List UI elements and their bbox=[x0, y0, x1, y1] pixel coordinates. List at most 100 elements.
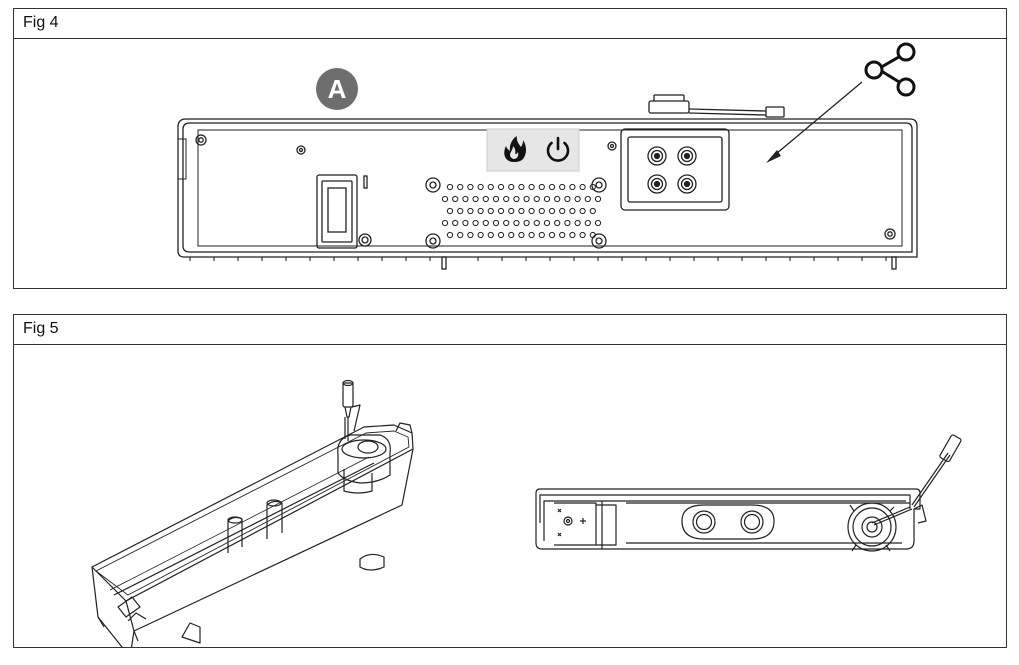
water-tank-top-view bbox=[535, 434, 962, 552]
vent-hole bbox=[589, 231, 596, 239]
flame-icon bbox=[504, 136, 526, 162]
callout-a-badge bbox=[316, 68, 358, 110]
bottom-vent-slots bbox=[189, 257, 887, 261]
vent-hole bbox=[548, 231, 556, 239]
callout-a-letter: A bbox=[328, 74, 347, 104]
vent-hole bbox=[564, 219, 571, 227]
vent-hole bbox=[441, 195, 449, 203]
vent-hole bbox=[477, 183, 484, 191]
vent-hole bbox=[467, 183, 474, 191]
terminal-sockets bbox=[647, 146, 697, 194]
heater-front-panel-drawing: A bbox=[177, 42, 918, 270]
vent-hole bbox=[446, 183, 454, 191]
vent-hole bbox=[594, 219, 602, 227]
vent-hole bbox=[589, 207, 596, 215]
rocker-switch-housing bbox=[316, 174, 358, 249]
vent-hole bbox=[579, 207, 586, 215]
vent-hole bbox=[569, 231, 576, 239]
vent-hole bbox=[569, 207, 576, 215]
figure-5-title: Fig 5 bbox=[14, 315, 1006, 345]
vent-hole bbox=[492, 219, 500, 227]
share-network-icon bbox=[864, 42, 916, 97]
vent-hole bbox=[446, 231, 454, 239]
vent-hole bbox=[497, 183, 505, 191]
water-tank-perspective bbox=[91, 379, 414, 647]
vent-hole bbox=[452, 195, 459, 203]
rocker-switch bbox=[327, 187, 347, 233]
vent-hole bbox=[579, 183, 586, 191]
vent-hole bbox=[584, 219, 591, 227]
vent-hole bbox=[508, 231, 515, 239]
vent-hole bbox=[594, 195, 602, 203]
vent-hole bbox=[538, 183, 545, 191]
vent-hole bbox=[574, 195, 581, 203]
figure-5-panel: Fig 5 bbox=[13, 314, 1007, 648]
water-tank-drawings bbox=[91, 379, 962, 647]
vent-hole bbox=[477, 207, 484, 215]
figure-5-body bbox=[14, 345, 1006, 647]
vent-hole bbox=[472, 195, 479, 203]
vent-hole bbox=[554, 195, 561, 203]
vent-hole bbox=[543, 195, 551, 203]
vent-hole bbox=[554, 219, 561, 227]
vent-hole bbox=[503, 195, 510, 203]
vent-hole bbox=[467, 207, 474, 215]
top-clip-left bbox=[648, 100, 690, 114]
vent-hole bbox=[574, 219, 581, 227]
vent-hole bbox=[457, 231, 464, 239]
vent-hole bbox=[467, 231, 474, 239]
terminal-block bbox=[620, 128, 730, 211]
vent-hole bbox=[508, 207, 515, 215]
vent-hole bbox=[518, 207, 525, 215]
vent-hole bbox=[564, 195, 571, 203]
vent-hole bbox=[579, 231, 586, 239]
vent-hole bbox=[559, 207, 566, 215]
vent-hole bbox=[559, 183, 566, 191]
vent-hole bbox=[569, 183, 576, 191]
vent-hole bbox=[528, 183, 535, 191]
grille-screws bbox=[425, 177, 607, 249]
vent-hole bbox=[559, 231, 566, 239]
control-icon-box bbox=[486, 128, 580, 172]
figure-4-panel: Fig 4 bbox=[13, 8, 1007, 289]
vent-hole bbox=[508, 183, 515, 191]
vent-hole bbox=[548, 183, 556, 191]
vent-hole bbox=[543, 219, 551, 227]
vent-hole bbox=[441, 219, 449, 227]
vent-hole bbox=[584, 195, 591, 203]
foot-pin-left bbox=[441, 256, 447, 270]
vent-hole bbox=[533, 219, 540, 227]
vent-hole bbox=[503, 219, 510, 227]
vent-hole bbox=[487, 231, 494, 239]
vent-hole bbox=[446, 207, 454, 215]
vent-hole bbox=[528, 231, 535, 239]
vent-hole bbox=[457, 183, 464, 191]
pointer-arrow bbox=[769, 81, 863, 160]
vent-hole bbox=[528, 207, 535, 215]
vent-hole bbox=[492, 195, 500, 203]
figure-4-body: A bbox=[14, 39, 1006, 288]
vent-hole bbox=[518, 183, 525, 191]
vent-hole bbox=[477, 231, 484, 239]
vent-hole bbox=[472, 219, 479, 227]
vent-hole bbox=[513, 195, 520, 203]
top-clip-right bbox=[765, 106, 785, 118]
vent-hole bbox=[452, 219, 459, 227]
vent-hole bbox=[457, 207, 464, 215]
vent-hole bbox=[462, 195, 469, 203]
heater-body-outline bbox=[177, 118, 918, 258]
power-icon bbox=[546, 136, 570, 162]
vent-hole bbox=[462, 219, 469, 227]
vent-hole bbox=[497, 207, 505, 215]
vent-hole bbox=[523, 195, 530, 203]
vent-hole bbox=[538, 231, 545, 239]
vent-hole bbox=[513, 219, 520, 227]
vent-hole bbox=[518, 231, 525, 239]
vent-hole bbox=[482, 195, 489, 203]
figure-4-title: Fig 4 bbox=[14, 9, 1006, 39]
vent-hole bbox=[538, 207, 545, 215]
vent-hole bbox=[523, 219, 530, 227]
vent-hole bbox=[487, 183, 494, 191]
vent-grid bbox=[441, 183, 602, 239]
vent-hole bbox=[482, 219, 489, 227]
